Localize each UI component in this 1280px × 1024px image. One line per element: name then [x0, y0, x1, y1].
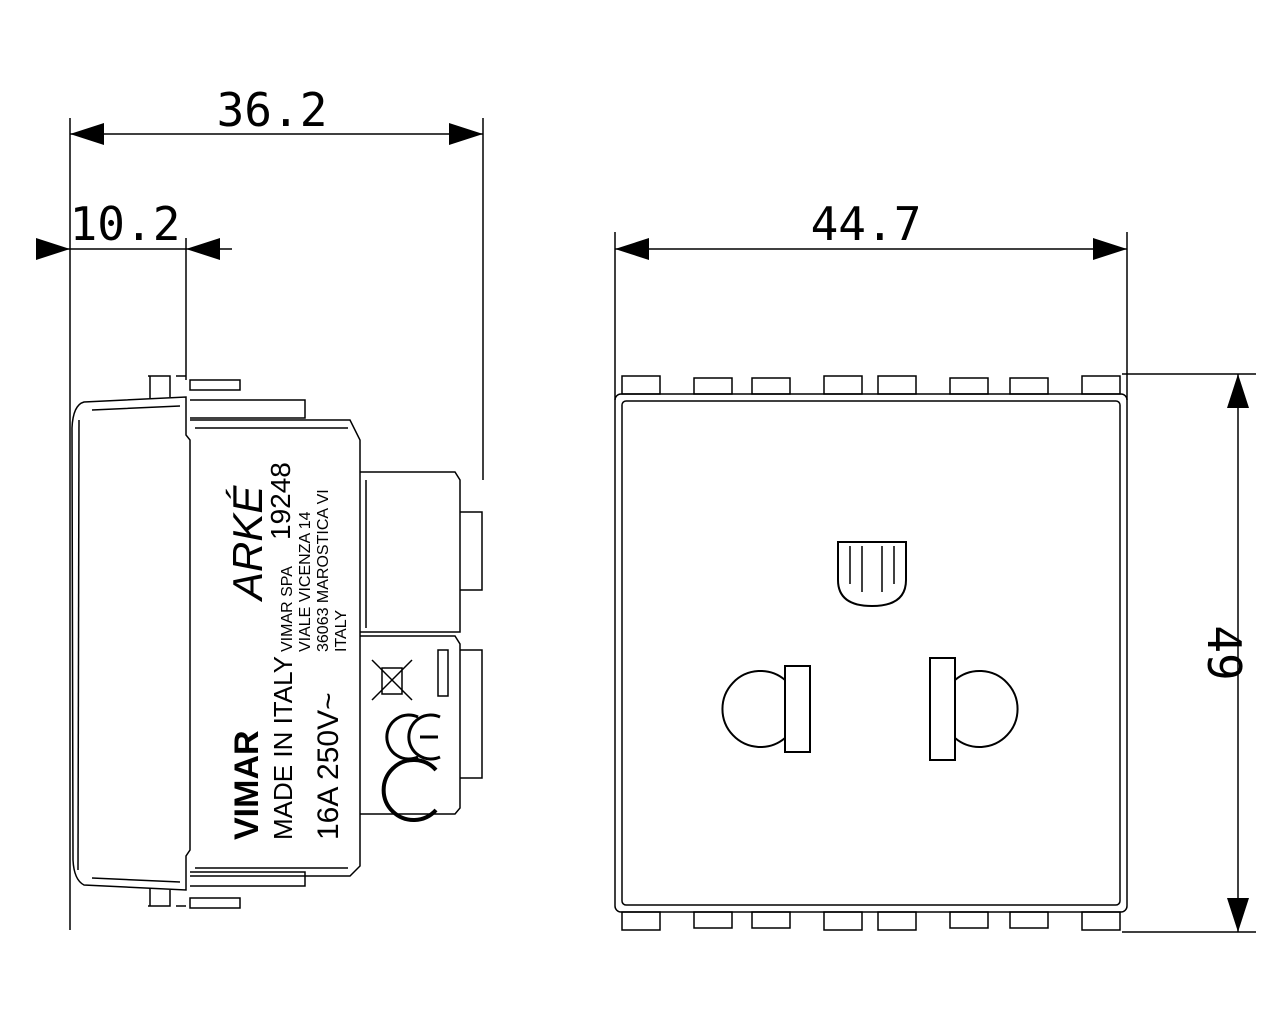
dimension-label-44-7: 44.7 — [811, 197, 922, 251]
side-label: VIMAR MADE IN ITALY 16A 250V~ ARKÉ 19248… — [224, 462, 350, 840]
series-logo: ARKÉ — [224, 485, 271, 603]
address-line-3: 36063 MAROSTICA VI — [315, 489, 332, 652]
dimension-44-7: 44.7 — [614, 197, 1128, 400]
address-line-4: ITALY — [333, 610, 350, 652]
address-line-1: VIMAR SPA — [279, 566, 296, 652]
origin-label: MADE IN ITALY — [268, 656, 298, 840]
dimension-49: 49 — [1122, 373, 1256, 933]
front-view — [614, 375, 1128, 931]
address-line-2: VIALE VICENZA 14 — [297, 511, 314, 652]
dimension-label-10-2: 10.2 — [70, 197, 181, 251]
brand-label: VIMAR — [228, 730, 266, 840]
dimension-label-36-2: 36.2 — [217, 83, 328, 137]
dimension-label-49: 49 — [1197, 625, 1251, 680]
product-code: 19248 — [265, 462, 296, 540]
dimension-10-2: 10.2 — [36, 197, 232, 380]
rating-label: 16A 250V~ — [312, 692, 345, 840]
dimension-36-2: 36.2 — [69, 83, 484, 930]
side-view — [71, 375, 483, 909]
